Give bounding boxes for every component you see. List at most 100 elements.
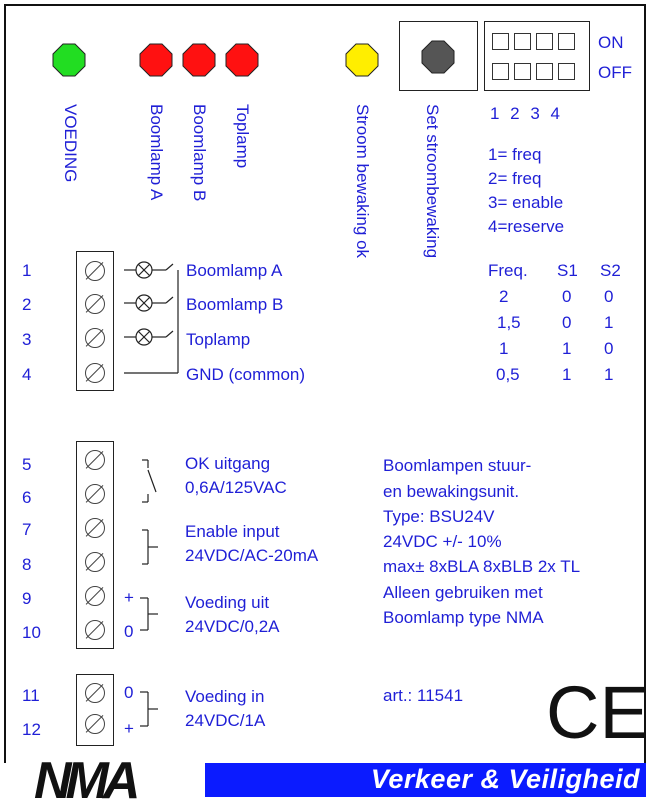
label-boomlamp-a: Boomlamp A [147, 104, 166, 201]
terminal-number: 1 [22, 261, 32, 280]
description-line: en bewakingsunit. [383, 482, 520, 501]
terminal-number: 3 [22, 330, 32, 349]
dip-switch-1-on[interactable] [492, 33, 509, 50]
terminal-block-5-10 [76, 441, 114, 649]
bottom-wiring [140, 691, 158, 727]
led-boomlamp-b [182, 43, 216, 77]
freq-cell: 1 [499, 339, 509, 358]
led-toplamp [225, 43, 259, 77]
description-line: 24VDC +/- 10% [383, 532, 502, 551]
middle-wiring [140, 459, 158, 631]
terminal-number: 11 [22, 686, 40, 705]
terminal-screw-3 [85, 328, 105, 348]
freq-header-s1: S1 [557, 261, 578, 280]
voeding-uit-label: Voeding uit [185, 593, 270, 612]
voeding-uit-rating: 24VDC/0,2A [185, 617, 280, 636]
terminal-screw-4 [85, 363, 105, 383]
description-line: Boomlampen stuur- [383, 456, 532, 475]
ce-mark: CE [546, 671, 649, 754]
terminal-label: Boomlamp B [186, 295, 284, 314]
freq-cell: 0 [604, 287, 614, 306]
dip-switch-1-off[interactable] [492, 63, 509, 80]
nma-logo: NMA [34, 752, 140, 801]
terminal-label: GND (common) [186, 365, 306, 384]
label-toplamp: Toplamp [233, 104, 252, 169]
ok-output-label: OK uitgang [185, 454, 271, 473]
footer-tagline: Verkeer & Veiligheid [370, 764, 640, 794]
label-set-stroombewaking: Set stroombewaking [423, 104, 442, 259]
freq-cell: 0 [562, 287, 572, 306]
label-stroom-bewaking: Stroom bewaking ok [353, 104, 372, 259]
freq-header-s2: S2 [600, 261, 621, 280]
label-boomlamp-b: Boomlamp B [190, 104, 209, 202]
voeding-in-rating: 24VDC/1A [185, 711, 266, 730]
terminal-screw-1 [85, 261, 105, 281]
freq-cell: 2 [499, 287, 509, 306]
freq-cell: 0 [604, 339, 614, 358]
dip-legend-4: 4=reserve [488, 217, 565, 236]
terminal-screw-8 [85, 552, 105, 572]
article-number: art.: 11541 [383, 686, 464, 705]
dip-legend-2: 2= freq [488, 169, 542, 188]
terminal-number: 8 [22, 555, 32, 574]
dip-switch-3-off[interactable] [536, 63, 553, 80]
dip-off-label: OFF [598, 63, 632, 82]
description-line: Boomlamp type NMA [383, 608, 544, 627]
terminal-number: 5 [22, 455, 32, 474]
terminal-number: 2 [22, 295, 32, 314]
dip-on-label: ON [598, 33, 624, 52]
terminal-screw-6 [85, 484, 105, 504]
terminal-label: Boomlamp A [186, 261, 283, 280]
freq-cell: 0,5 [496, 365, 520, 384]
terminal-number: 4 [22, 365, 32, 384]
freq-cell: 1,5 [497, 313, 521, 332]
terminal-screw-7 [85, 518, 105, 538]
footer-bar: Verkeer & Veiligheid [205, 763, 646, 797]
dip-switch-2-off[interactable] [514, 63, 531, 80]
terminal-label: Toplamp [186, 330, 251, 349]
footer-logo-area [4, 763, 214, 797]
label-voeding: VOEDING [61, 104, 80, 183]
terminal-screw-5 [85, 450, 105, 470]
enable-input-rating: 24VDC/AC-20mA [185, 546, 319, 565]
dip-switch-3-on[interactable] [536, 33, 553, 50]
terminal-number: 6 [22, 488, 32, 507]
dip-switch-2-on[interactable] [514, 33, 531, 50]
lamp-wiring [124, 261, 179, 374]
dip-switch-4-on[interactable] [558, 33, 575, 50]
led-voeding [52, 43, 86, 77]
freq-cell: 1 [562, 339, 572, 358]
freq-cell: 1 [604, 365, 614, 384]
terminal-screw-11 [85, 683, 105, 703]
terminal-number: 10 [22, 623, 41, 642]
ok-output-rating: 0,6A/125VAC [185, 478, 287, 497]
freq-cell: 0 [562, 313, 572, 332]
terminal-screw-9 [85, 586, 105, 606]
dip-legend-1: 1= freq [488, 145, 542, 164]
terminal-number: 12 [22, 720, 41, 739]
set-button[interactable] [421, 40, 455, 74]
polarity-zero: 0 [124, 683, 134, 702]
description-line: max± 8xBLA 8xBLB 2x TL [383, 557, 581, 576]
terminal-number: 7 [22, 520, 32, 539]
led-boomlamp-a [139, 43, 173, 77]
led-stroom-bewaking [345, 43, 379, 77]
freq-header-freq: Freq. [488, 261, 528, 280]
polarity-plus: + [124, 588, 134, 607]
terminal-screw-10 [85, 620, 105, 640]
dip-legend-3: 3= enable [488, 193, 564, 212]
voeding-in-label: Voeding in [185, 687, 265, 706]
polarity-zero: 0 [124, 622, 134, 641]
dip-switch [484, 21, 590, 91]
dip-switch-4-off[interactable] [558, 63, 575, 80]
description-line: Type: BSU24V [383, 507, 495, 526]
set-button-frame [399, 21, 478, 91]
freq-cell: 1 [604, 313, 614, 332]
dip-numbers: 1 2 3 4 [490, 104, 560, 123]
polarity-plus: + [124, 719, 134, 738]
terminal-screw-2 [85, 294, 105, 314]
terminal-number: 9 [22, 589, 32, 608]
enable-input-label: Enable input [185, 522, 280, 541]
terminal-screw-12 [85, 714, 105, 734]
